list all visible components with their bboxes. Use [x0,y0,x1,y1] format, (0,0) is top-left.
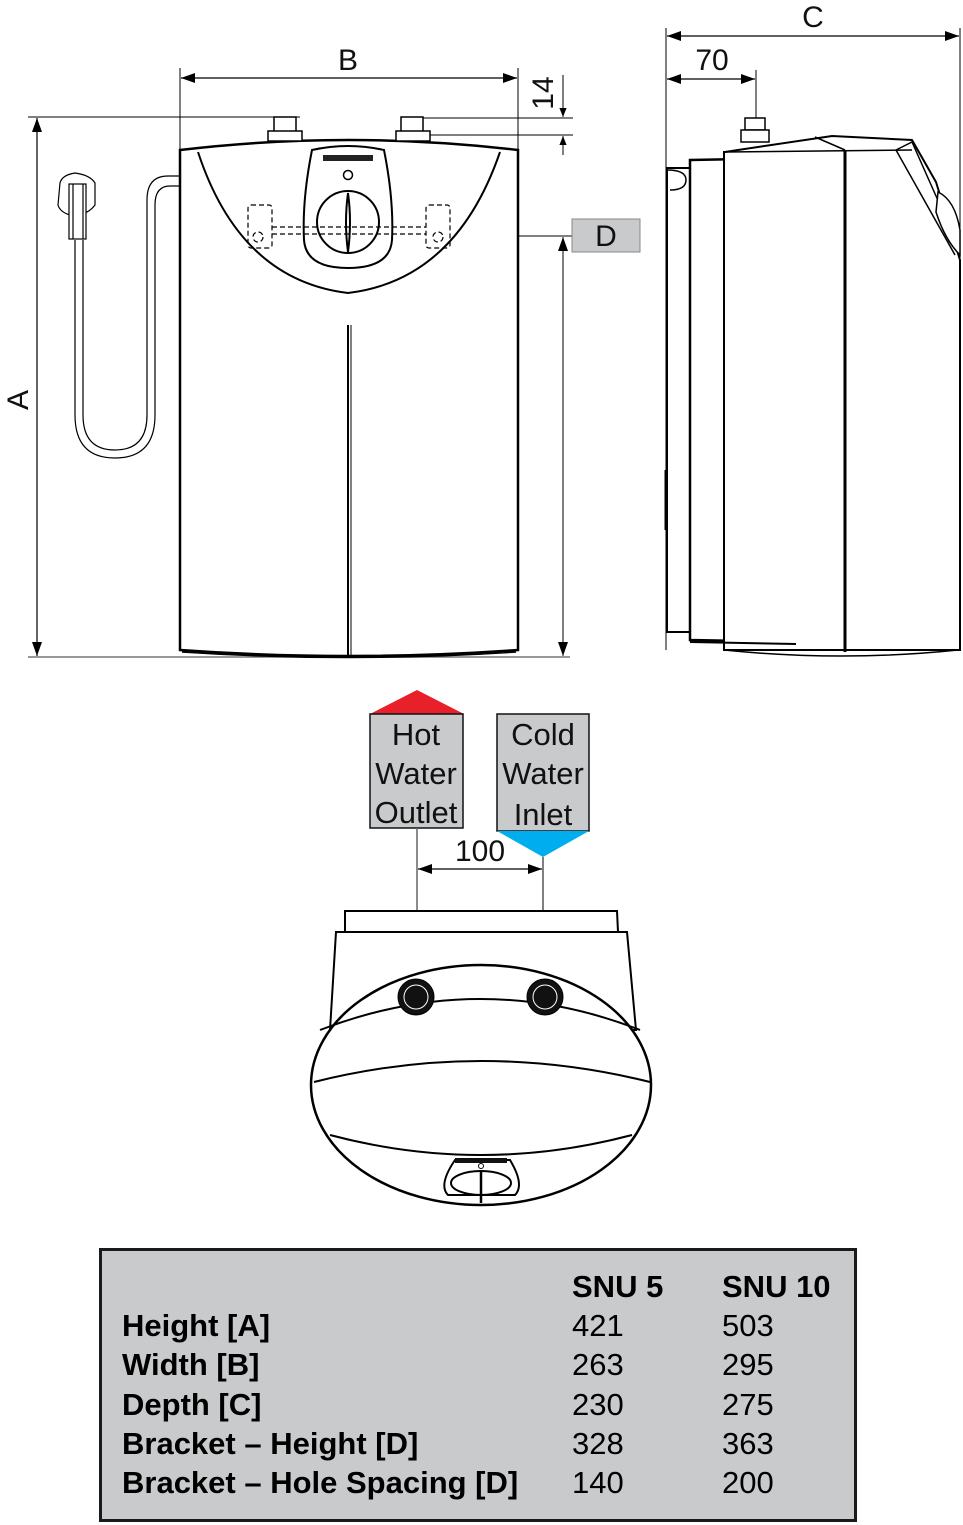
indicator-light [342,169,354,181]
front-view: B A 14 D [2,44,641,659]
hot-label-line-3: Outlet [375,795,458,830]
hot-label-line-2: Water [375,756,457,791]
table-row: Width [B] 263 295 [122,1345,852,1384]
header-label-column [122,1267,572,1306]
row-label: Bracket – Height [D] [122,1425,419,1461]
heater-body-bottom [309,910,653,1207]
value-snu5: 421 [572,1308,624,1344]
cold-water-inlet-label: Cold Water Inlet [496,713,590,857]
cold-label-line-3: Inlet [514,797,573,832]
heater-body-front [178,116,520,659]
header-snu10: SNU 10 [722,1269,831,1305]
value-snu10: 200 [722,1465,774,1501]
value-snu10: 295 [722,1347,774,1383]
table-row: Height [A] 421 503 [122,1306,852,1345]
technical-drawing: B A 14 D [2,1,961,1207]
specification-table: SNU 5 SNU 10 Height [A] 421 503 Width [B… [99,1248,857,1522]
dimension-label-100: 100 [455,835,505,868]
dimension-top-offset-14: 14 [420,75,573,155]
heater-body-side [664,117,961,657]
dimension-label-a: A [2,390,35,410]
spec-table-grid: SNU 5 SNU 10 Height [A] 421 503 Width [B… [122,1267,852,1502]
value-snu10: 363 [722,1425,774,1461]
cold-label-line-2: Water [502,756,584,791]
dimension-width-b: B [179,44,519,150]
dimension-connection-offset-70: 70 [667,44,757,118]
row-label: Depth [C] [122,1386,262,1422]
hot-water-outlet-label: Hot Water Outlet [369,690,464,830]
dimension-label-b: B [338,44,358,77]
hot-arrow-icon [370,690,464,714]
dimension-label-c: C [802,1,824,34]
value-snu10: 275 [722,1386,774,1422]
power-cable-with-plug [57,172,180,459]
table-row: Bracket – Height [D] 328 363 [122,1424,852,1463]
bottom-view: Hot Water Outlet Cold Water Inlet 100 [309,690,653,1207]
table-header-row: SNU 5 SNU 10 [122,1267,852,1306]
dimension-label-70: 70 [695,44,728,77]
side-view: C 70 [664,1,961,657]
table-row: Depth [C] 230 275 [122,1385,852,1424]
table-row: Bracket – Hole Spacing [D] 140 200 [122,1463,852,1502]
value-snu10: 503 [722,1308,774,1344]
row-label: Height [A] [122,1308,271,1344]
dimension-connection-spacing-100: 100 [416,828,544,975]
bracket-label-box [571,218,641,253]
cold-arrow-icon [497,831,589,857]
row-label: Bracket – Hole Spacing [D] [122,1465,519,1501]
wall-bracket-hidden [247,204,451,249]
header-snu5: SNU 5 [572,1269,664,1305]
cold-connector-top [395,116,431,142]
dimension-label-14: 14 [527,76,560,109]
value-snu5: 328 [572,1425,624,1461]
bracket-label-d: D [595,220,617,253]
row-label: Width [B] [122,1347,260,1383]
cold-label-line-1: Cold [511,717,575,752]
value-snu5: 140 [572,1465,624,1501]
hot-label-line-1: Hot [392,717,441,752]
value-snu5: 263 [572,1347,624,1383]
hot-connector-top [267,116,303,142]
value-snu5: 230 [572,1386,624,1422]
brand-logo [323,155,373,161]
